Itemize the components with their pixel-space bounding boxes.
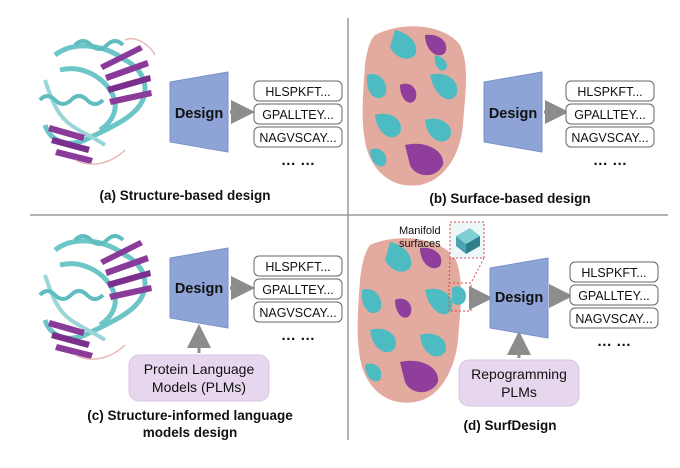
design-label-a: Design bbox=[175, 106, 223, 122]
seq-box bbox=[253, 126, 343, 148]
design-label-c: Design bbox=[175, 281, 223, 297]
ellipsis: … … bbox=[281, 327, 315, 344]
ellipsis: … … bbox=[597, 333, 631, 350]
sequence-3: NAGVSCAY... bbox=[571, 131, 648, 145]
sequence-list-a: HLSPKFT... GPALLTEY... NAGVSCAY... … … bbox=[253, 80, 343, 169]
protein-ribbon-c bbox=[38, 234, 152, 360]
seq-box bbox=[253, 278, 343, 300]
sequence-3: NAGVSCAY... bbox=[259, 131, 336, 145]
seq-box bbox=[565, 103, 655, 125]
seq-box bbox=[569, 284, 659, 306]
manifold-label-line-2: surfaces bbox=[399, 238, 441, 250]
protein-surface-b bbox=[362, 26, 467, 186]
protein-surface-d bbox=[357, 238, 462, 403]
sequence-2: GPALLTEY... bbox=[578, 289, 650, 303]
reprogramming-box bbox=[458, 359, 580, 407]
reprogramming-line-1: Repogramming bbox=[471, 366, 567, 382]
ellipsis: … … bbox=[593, 152, 627, 169]
manifold-surface-icon bbox=[456, 228, 480, 244]
seq-box bbox=[253, 80, 343, 102]
panel-c: Design HLSPKFT... GPALLTEY... NAGVSCAY..… bbox=[38, 234, 343, 440]
sequence-list-d: HLSPKFT... GPALLTEY... NAGVSCAY... … … bbox=[569, 261, 659, 350]
sequence-2: GPALLTEY... bbox=[574, 108, 646, 122]
panel-b: Design HLSPKFT... GPALLTEY... NAGVSCAY..… bbox=[362, 26, 655, 206]
design-block-d bbox=[489, 257, 549, 339]
design-label-b: Design bbox=[489, 106, 537, 122]
panel-a: Design HLSPKFT... GPALLTEY... NAGVSCAY..… bbox=[38, 38, 343, 203]
plm-line-2: Models (PLMs) bbox=[152, 379, 246, 395]
sequence-2: GPALLTEY... bbox=[262, 283, 334, 297]
sequence-2: GPALLTEY... bbox=[262, 108, 334, 122]
seq-box bbox=[253, 301, 343, 323]
sequence-3: NAGVSCAY... bbox=[259, 306, 336, 320]
sequence-1: HLSPKFT... bbox=[581, 266, 646, 280]
sequence-1: HLSPKFT... bbox=[577, 85, 642, 99]
sequence-list-b: HLSPKFT... GPALLTEY... NAGVSCAY... … … bbox=[565, 80, 655, 169]
seq-box bbox=[253, 103, 343, 125]
seq-box bbox=[253, 255, 343, 277]
seq-box bbox=[565, 126, 655, 148]
seq-box bbox=[569, 261, 659, 283]
ellipsis: … … bbox=[281, 152, 315, 169]
design-label-d: Design bbox=[495, 290, 543, 306]
sequence-1: HLSPKFT... bbox=[265, 85, 330, 99]
caption-c-line-2: models design bbox=[143, 425, 238, 440]
design-block-c bbox=[169, 247, 229, 329]
sequence-3: NAGVSCAY... bbox=[575, 312, 652, 326]
reprogramming-line-2: PLMs bbox=[501, 384, 537, 400]
protein-ribbon-a bbox=[38, 38, 156, 165]
plm-box bbox=[128, 354, 270, 402]
sequence-list-c: HLSPKFT... GPALLTEY... NAGVSCAY... … … bbox=[253, 255, 343, 344]
manifold-label-line-1: Manifold bbox=[399, 225, 441, 237]
seq-box bbox=[565, 80, 655, 102]
plm-line-1: Protein Language bbox=[144, 361, 255, 377]
panel-d: Manifold surfaces Design HLSPKFT... GPAL… bbox=[357, 221, 659, 433]
caption-d: (d) SurfDesign bbox=[464, 418, 557, 433]
design-block-b bbox=[483, 71, 543, 153]
caption-a: (a) Structure-based design bbox=[99, 188, 270, 203]
design-block-a bbox=[169, 71, 229, 153]
seq-box bbox=[569, 307, 659, 329]
caption-b: (b) Surface-based design bbox=[429, 191, 590, 206]
sequence-1: HLSPKFT... bbox=[265, 260, 330, 274]
caption-c-line-1: (c) Structure-informed language bbox=[87, 408, 293, 423]
